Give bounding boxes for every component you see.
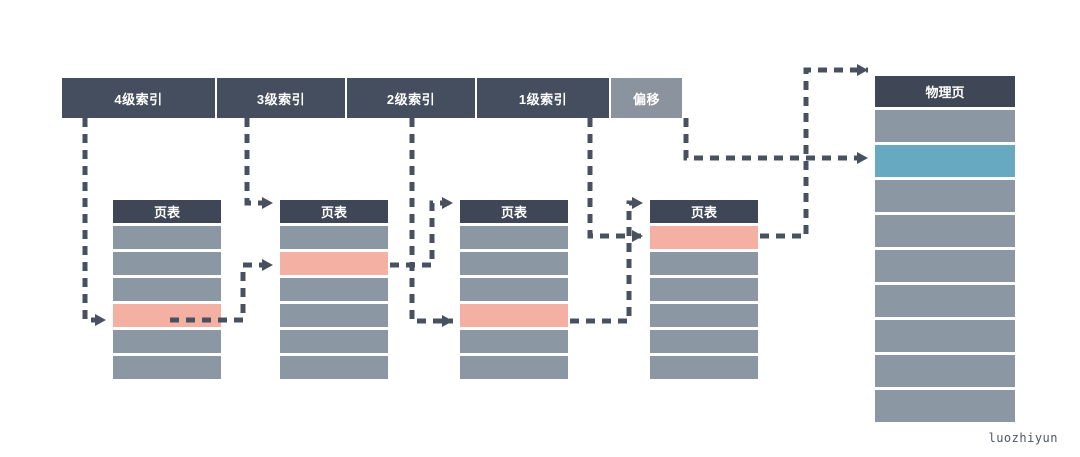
arrowhead-icon <box>857 152 868 164</box>
arrowhead-icon <box>442 197 453 209</box>
address-segment-level-3: 3级索引 <box>217 78 347 118</box>
page-table-entry <box>650 356 758 379</box>
arrowhead-icon <box>632 197 643 209</box>
physical-page-table: 物理页 <box>875 76 1015 425</box>
pdpt-table: 页表 <box>280 200 388 382</box>
arrowhead-icon <box>262 197 273 209</box>
physical-page-frame <box>875 390 1015 422</box>
wire-table2-to-table3 <box>390 200 453 268</box>
page-table-entry <box>460 226 568 249</box>
page-table-entry <box>460 278 568 301</box>
physical-page-frame <box>875 110 1015 142</box>
address-segment-level-4: 4级索引 <box>62 78 217 118</box>
page-table-entry <box>280 278 388 301</box>
physical-page-frame <box>875 215 1015 247</box>
page-table-entry <box>280 330 388 353</box>
page-table-entry <box>460 252 568 275</box>
page-table-entry <box>113 356 221 379</box>
page-table-entry <box>650 252 758 275</box>
physical-page-header: 物理页 <box>875 76 1015 107</box>
page-table-header: 页表 <box>280 200 388 223</box>
wire-table4-to-physical-header <box>760 67 868 239</box>
page-table-entry-selected <box>113 304 221 327</box>
page-table-entry <box>650 330 758 353</box>
physical-page-frame <box>875 355 1015 387</box>
page-table-entry <box>113 252 221 275</box>
arrowhead-icon <box>262 259 273 271</box>
pml4-table: 页表 <box>113 200 221 382</box>
page-table-entry <box>280 356 388 379</box>
physical-page-frame <box>875 285 1015 317</box>
page-table-entry <box>460 330 568 353</box>
physical-page-frame <box>875 320 1015 352</box>
page-table-header: 页表 <box>113 200 221 223</box>
page-table-header: 页表 <box>460 200 568 223</box>
page-table-entry <box>113 278 221 301</box>
page-table-entry <box>650 278 758 301</box>
pd-table: 页表 <box>460 200 568 382</box>
physical-page-frame <box>875 250 1015 282</box>
address-segment-offset: 偏移 <box>611 78 682 118</box>
arrowhead-icon <box>857 64 868 76</box>
page-table-entry-selected <box>650 226 758 249</box>
physical-page-rows <box>875 110 1015 422</box>
physical-page-frame <box>875 180 1015 212</box>
page-table-entry <box>280 226 388 249</box>
page-table-entry <box>650 304 758 327</box>
physical-page-frame-selected <box>875 145 1015 177</box>
arrowhead-icon <box>442 315 453 327</box>
wire-l3-index-to-table2 <box>244 118 273 206</box>
page-table-entry <box>280 304 388 327</box>
page-table-entry-selected <box>460 304 568 327</box>
wire-l2-index-to-table3 <box>409 118 453 324</box>
address-segment-level-1: 1级索引 <box>477 78 611 118</box>
arrowhead-icon <box>95 314 106 326</box>
page-table-entry-selected <box>280 252 388 275</box>
pt-table: 页表 <box>650 200 758 382</box>
wire-l1-index-to-table4 <box>587 118 643 239</box>
page-table-header: 页表 <box>650 200 758 223</box>
page-table-entry <box>113 226 221 249</box>
wire-l4-index-to-table1 <box>82 118 106 323</box>
address-segment-level-2: 2级索引 <box>347 78 477 118</box>
page-table-entry <box>460 356 568 379</box>
wire-offset-to-physical-row <box>683 118 868 161</box>
arrowhead-icon <box>632 230 643 242</box>
wire-table3-to-table4 <box>570 200 643 324</box>
page-table-entry <box>113 330 221 353</box>
watermark: luozhiyun <box>988 431 1058 445</box>
